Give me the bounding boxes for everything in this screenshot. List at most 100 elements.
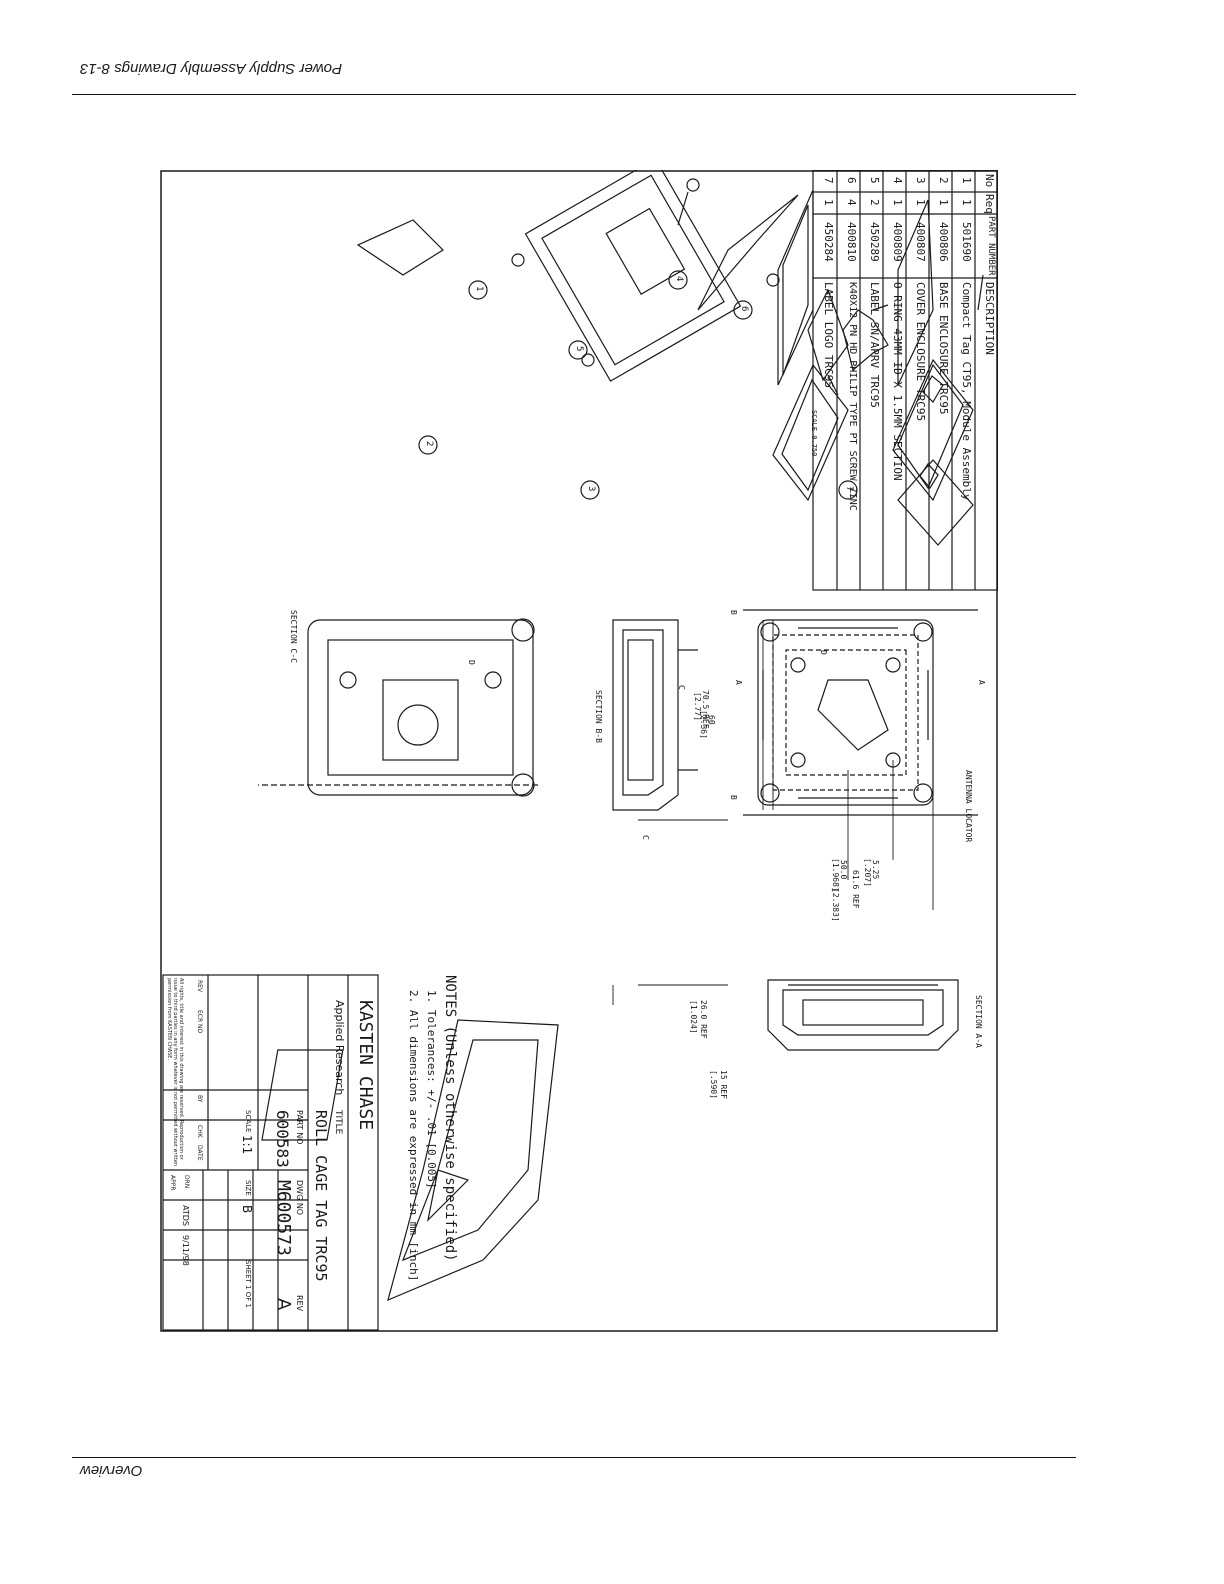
part-no-label: PART NO (295, 1110, 304, 1145)
bom-row-4: 4 1 400809 O RING 43MM ID X 1.5MM SECTIO… (883, 170, 906, 590)
rev-col-date: DATE (196, 1145, 203, 1161)
bom-desc: O RING 43MM ID X 1.5MM SECTION (891, 282, 904, 481)
balloon-7: 7 (844, 486, 854, 492)
dim-15: 15 REF (719, 1070, 728, 1099)
drawing-linework (160, 170, 998, 1332)
exploded-scale-label: SCALE 0.750 (810, 410, 818, 457)
bom-part: 400809 (891, 222, 904, 262)
drawing-title: ROLL CAGE TAG TRC95 (312, 1110, 330, 1282)
bom-desc: LABEL LOGO TRC95 (822, 282, 835, 388)
company-division: Applied Research (333, 1000, 346, 1096)
section-bb-view (612, 619, 698, 811)
bom-no: 2 (937, 177, 950, 184)
page-footer: Overview (80, 1462, 143, 1479)
plan-view (743, 609, 978, 816)
balloon-6: 6 (739, 306, 749, 312)
bom-desc: BASE ENCLOSURE TRC95 (937, 282, 950, 415)
size-label: SIZE (244, 1180, 252, 1196)
title-block-grid (162, 974, 379, 1331)
part-no: 600583 (273, 1110, 292, 1168)
size-value: B (240, 1205, 254, 1214)
dim-60-in: [2.36] (699, 710, 708, 739)
balloon-circles (418, 270, 858, 500)
bom-header-no: No (983, 174, 996, 188)
page-header: Power Supply Assembly Drawings 8-13 (80, 60, 343, 77)
balloon-4: 4 (674, 276, 684, 282)
note-1: 1. Tolerances: +/- .01 [0.005] (425, 990, 438, 1189)
bom-desc: COVER ENCLOSURE TRC95 (914, 282, 927, 422)
bom-req: 1 (891, 199, 904, 206)
marker-c-top: C (677, 685, 686, 690)
drawn-by: ATDS (181, 1205, 190, 1226)
exploded-assembly-view (356, 170, 984, 546)
dwg-no: M600573 (273, 1180, 294, 1256)
bom-part: 400807 (914, 222, 927, 262)
dim-15-in: [.590] (709, 1070, 718, 1099)
bom-row-6: 6 4 400810 K40X12 PN HD PHILIP TYPE PT S… (837, 170, 860, 590)
bom-no: 5 (868, 177, 881, 184)
dimension-lines (612, 620, 934, 1005)
bom-row-5: 5 2 450289 LABEL SN/APRV TRC95 (860, 170, 883, 590)
balloon-2: 2 (424, 441, 434, 447)
notes-heading: NOTES (Unless otherwise specified) (442, 975, 458, 1262)
rev-value: A (273, 1298, 294, 1311)
title-label: TITLE (333, 1110, 343, 1135)
section-cc-label: SECTION C-C (289, 610, 298, 663)
section-cc-view (258, 618, 538, 797)
bom-part: 400806 (937, 222, 950, 262)
marker-c-bottom: C (641, 835, 650, 840)
balloon-3: 3 (586, 486, 596, 492)
bom-req: 4 (845, 199, 858, 206)
section-aa-label: SECTION A-A (974, 995, 983, 1048)
balloon-5: 5 (574, 346, 584, 352)
header-rule (72, 94, 1076, 95)
rev-col-drn: DRN (183, 1175, 190, 1189)
marker-a-bottom: A (977, 680, 986, 685)
rev-col-by: BY (196, 1095, 203, 1103)
isometric-view (261, 1019, 559, 1302)
bom-part: 450289 (868, 222, 881, 262)
marker-a-top: A (734, 680, 743, 685)
bom-req: 1 (914, 199, 927, 206)
bom-part: 501690 (960, 222, 973, 262)
bom-no: 1 (960, 177, 973, 184)
marker-b-right: B (729, 795, 738, 800)
note-2: 2. All dimensions are expressed in mm [i… (407, 990, 420, 1282)
marker-b-left: B (729, 610, 738, 615)
dim-60: 60 (707, 715, 716, 725)
bom-header-desc: DESCRIPTION (983, 282, 996, 355)
company-name: KASTEN CHASE (355, 1000, 376, 1131)
dim-50-in: [1.968] (831, 858, 840, 892)
bom-part: 450284 (822, 222, 835, 262)
section-aa-view (767, 979, 959, 1051)
rev-col-chk: CHK (196, 1125, 203, 1138)
scale-value: 1:1 (240, 1135, 254, 1155)
bom-req: 2 (868, 199, 881, 206)
bom-row-2: 2 1 400806 BASE ENCLOSURE TRC95 (929, 170, 952, 590)
scale-label: SCALE (244, 1110, 252, 1133)
sheet-value: SHEET 1 OF 1 (244, 1260, 252, 1308)
copyright-notice: All rights, title and interest in this d… (166, 978, 184, 1167)
dim-5-25: 5.25 (871, 860, 880, 880)
bom-req: 1 (937, 199, 950, 206)
bom-header-row: No Req PART NUMBER DESCRIPTION (975, 170, 998, 590)
dim-26-in: [1.024] (689, 1000, 698, 1034)
bom-row-1: 1 1 501690 Compact Tag CT95, Module Asse… (952, 170, 975, 590)
rev-col-rev: REV (196, 980, 203, 993)
bom-desc: K40X12 PN HD PHILIP TYPE PT SCREW ZINC (847, 282, 858, 511)
bom-table-grid (812, 170, 998, 591)
bom-row-7: 7 1 450284 LABEL LOGO TRC95 (814, 170, 837, 590)
bom-part: 400810 (845, 222, 858, 262)
bom-req: 1 (960, 199, 973, 206)
bom-no: 4 (891, 177, 904, 184)
drawn-date: 9/11/98 (181, 1235, 190, 1266)
balloon-1: 1 (474, 286, 484, 292)
bom-header-part: PART NUMBER (986, 216, 996, 276)
rev-label: REV (295, 1295, 304, 1312)
dim-5-25-in: [.207] (863, 858, 872, 887)
bom-desc: LABEL SN/APRV TRC95 (868, 282, 881, 408)
bom-row-3: 3 1 400807 COVER ENCLOSURE TRC95 (906, 170, 929, 590)
drawing-sheet-landscape: No Req PART NUMBER DESCRIPTION 1 1 50169… (160, 170, 998, 1332)
bom-desc: Compact Tag CT95, Module Assembly (960, 282, 973, 501)
drawing-sheet: No Req PART NUMBER DESCRIPTION 1 1 50169… (160, 170, 998, 1332)
